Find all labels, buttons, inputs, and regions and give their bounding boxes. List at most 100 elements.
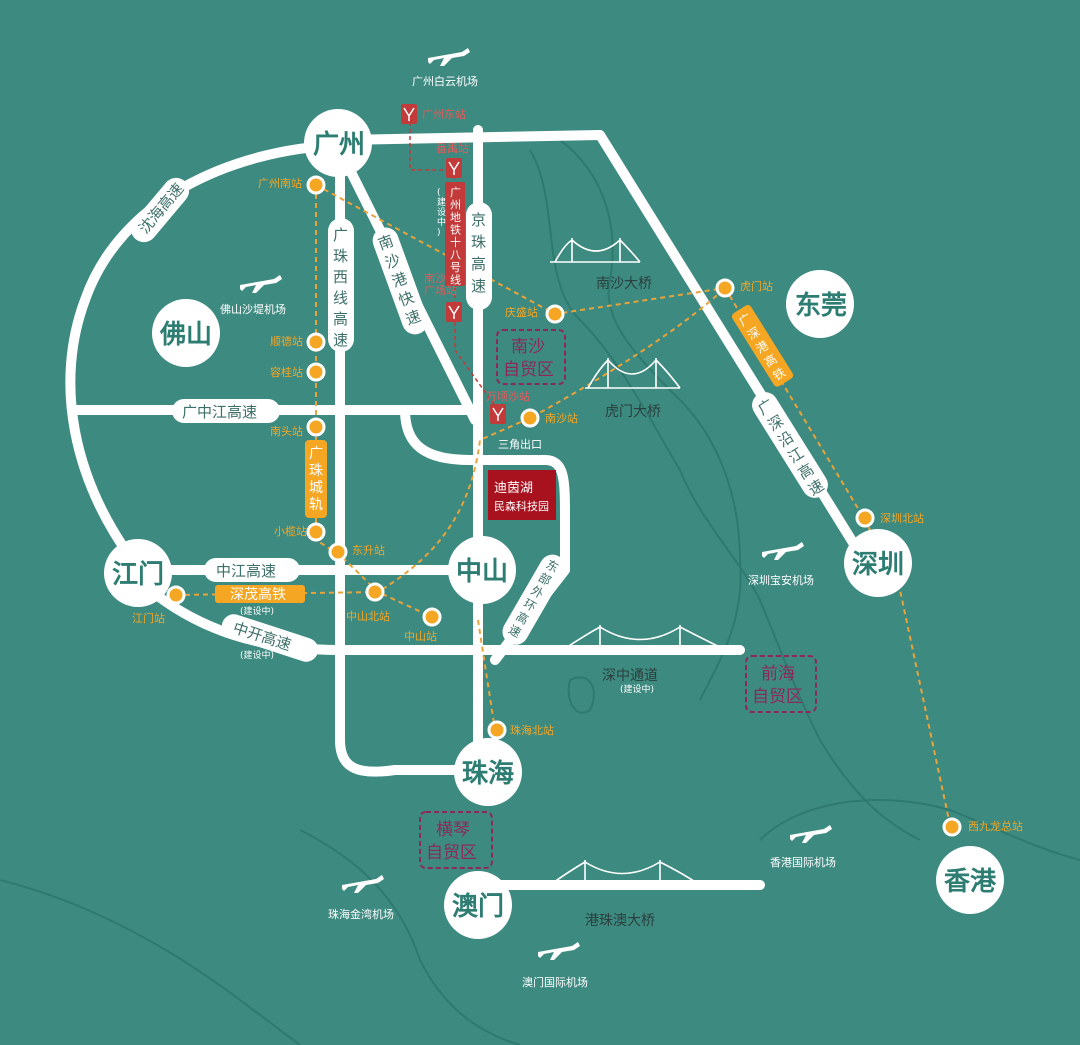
svg-text:中山: 中山: [456, 557, 508, 587]
airplane-icon: [762, 542, 804, 560]
zhuhai-branch-line: [477, 619, 496, 731]
jingzhu-label: 京珠高速: [466, 202, 492, 310]
nansha-bridge-label: 南沙大桥: [596, 276, 652, 292]
svg-text:珠海金湾机场: 珠海金湾机场: [328, 907, 394, 921]
city-guangzhou[interactable]: 广州: [304, 109, 372, 177]
city-hongkong[interactable]: 香港: [936, 846, 1004, 914]
station-dongsheng-label: 东升站: [352, 543, 385, 557]
station-zhongshan-north-dot: [365, 582, 385, 602]
station-humen-dot: [715, 278, 735, 298]
guangzhu-west-expressway: [335, 145, 495, 777]
city-dongguan[interactable]: 东莞: [786, 270, 854, 338]
svg-text:横琴: 横琴: [436, 820, 470, 840]
free-trade-zones: 南沙 自贸区 前海 自贸区 横琴 自贸区: [419, 329, 817, 869]
airplane-icon: [790, 825, 832, 843]
metro-icon-nansha-square: [446, 302, 462, 322]
airplane-icon: [240, 275, 282, 293]
guangzhu-intercity-label: 广珠城轨: [305, 440, 327, 518]
city-shenzhen[interactable]: 深圳: [844, 529, 912, 597]
airport-baiyun: 广州白云机场: [412, 48, 478, 88]
airport-hongkong: 香港国际机场: [770, 825, 836, 869]
shenzhong-bridge-note: (建设中): [620, 683, 654, 695]
svg-text:澳门国际机场: 澳门国际机场: [522, 975, 588, 989]
svg-text:深圳宝安机场: 深圳宝安机场: [748, 573, 814, 587]
station-zhuhai-north-label: 珠海北站: [510, 723, 554, 737]
station-zhongshan-north-label: 中山北站: [346, 609, 390, 623]
metro-icon-panyu: [446, 158, 462, 178]
station-qingsheng-dot: [545, 304, 565, 324]
city-zhongshan[interactable]: 中山: [448, 536, 516, 604]
airport-macau: 澳门国际机场: [522, 942, 588, 989]
guangzhu-west-label: 广珠西线高速: [328, 218, 354, 352]
station-west-kowloon-dot: [942, 817, 962, 837]
station-nansha-label: 南沙站: [545, 411, 578, 425]
svg-text:前海: 前海: [761, 664, 795, 684]
city-macau[interactable]: 澳门: [444, 871, 512, 939]
city-zhuhai[interactable]: 珠海: [454, 738, 522, 806]
guangshen-coast-label-text: 广深沿江高速: [755, 395, 828, 499]
city-foshan[interactable]: 佛山: [152, 299, 220, 367]
dongbu-label: 东部外环高速: [502, 554, 566, 645]
zhongkai-note: (建设中): [240, 649, 274, 661]
humen-bridge: 虎门大桥: [585, 358, 681, 420]
guangzhu-west-label-text: 广珠西线高速: [333, 226, 348, 349]
metro-nansha-square-label: 南沙广场站: [424, 272, 457, 297]
city-jiangmen[interactable]: 江门: [104, 539, 172, 607]
station-ronggui-dot: [306, 362, 326, 382]
airport-zhuhai: 珠海金湾机场: [328, 875, 394, 921]
svg-text:广州白云机场: 广州白云机场: [412, 74, 478, 88]
zhongjiang-label-text: 中江高速: [216, 562, 276, 580]
station-zhongshan-label: 中山站: [404, 629, 437, 643]
highway-labels: 沈海高速 广珠西线高速 南沙港快速 京珠高速 广中江高速 中江高速 中开高速 (…: [130, 177, 828, 662]
humen-bridge-label: 虎门大桥: [605, 404, 661, 420]
svg-text:澳门: 澳门: [452, 892, 504, 922]
guangshengang-label: 广深港高铁: [731, 305, 794, 387]
station-xiaolan-label: 小榄站: [274, 524, 307, 538]
station-qingsheng-label: 庆盛站: [505, 305, 538, 319]
site-label-line2: 民森科技园: [494, 499, 549, 513]
guangshengang-rail-line: [724, 287, 951, 826]
airport-foshan: 佛山沙堤机场: [220, 275, 286, 316]
svg-text:香港国际机场: 香港国际机场: [770, 855, 836, 869]
bridges: 南沙大桥 虎门大桥 深中通道 (建设中) 港珠澳大桥: [545, 238, 731, 929]
station-guangzhou-south-dot: [306, 175, 326, 195]
hzm-bridge-label: 港珠澳大桥: [585, 913, 655, 929]
shenmao-label: 深茂高铁 (建设中): [215, 585, 305, 617]
zhongshan-ring-road: [400, 405, 570, 665]
svg-text:自贸区: 自贸区: [503, 360, 554, 380]
guangzhongjiang-label: 广中江高速: [172, 399, 280, 423]
station-xiaolan-dot: [306, 522, 326, 542]
svg-text:江门: 江门: [112, 560, 164, 590]
shenmao-rail-line: [175, 287, 726, 596]
airports: 广州白云机场 佛山沙堤机场 深圳宝安机场 香港国际机场 珠海金湾机场 澳门国际机…: [220, 48, 836, 989]
guangzhu-intercity-label-text: 广珠城轨: [309, 446, 323, 513]
svg-text:自贸区: 自贸区: [752, 687, 803, 707]
metro-line18-label-text: 广州地铁十八号线: [450, 186, 461, 287]
hzm-bridge: 港珠澳大桥: [545, 860, 701, 929]
station-dongsheng-dot: [328, 542, 348, 562]
station-nantou-dot: [306, 417, 326, 437]
station-shenzhen-north-label: 深圳北站: [880, 511, 924, 525]
sanjiao-exit-label: 三角出口: [498, 437, 542, 451]
station-zhuhai-north-dot: [487, 720, 507, 740]
station-ronggui-label: 容桂站: [270, 365, 303, 379]
zone-nansha: 南沙 自贸区: [496, 329, 566, 385]
shenzhong-bridge-label: 深中通道: [602, 668, 658, 684]
shenhai-expressway-ring: [65, 140, 345, 575]
airplane-icon: [428, 48, 470, 66]
shenzhong-bridge: 深中通道 (建设中): [545, 625, 731, 695]
svg-text:东莞: 东莞: [795, 290, 847, 321]
site-label-line1: 迪茵湖: [494, 481, 533, 496]
metro-panyu-label: 番禺站: [436, 141, 469, 155]
guangshen-coast-label: 广深沿江高速: [752, 392, 828, 499]
svg-text:香港: 香港: [944, 867, 997, 897]
station-humen-label: 虎门站: [740, 279, 773, 293]
airplane-icon: [538, 942, 580, 960]
station-jiangmen-dot: [166, 585, 186, 605]
metro-icon-wanqingsha: [490, 404, 506, 424]
svg-text:广州东站: 广州东站: [422, 107, 466, 121]
metro-line18-note: (建设中): [437, 188, 446, 238]
city-markers: 广州 佛山 东莞 深圳 江门 中山 珠海 澳门: [104, 109, 1004, 939]
station-nantou-label: 南头站: [270, 424, 303, 438]
